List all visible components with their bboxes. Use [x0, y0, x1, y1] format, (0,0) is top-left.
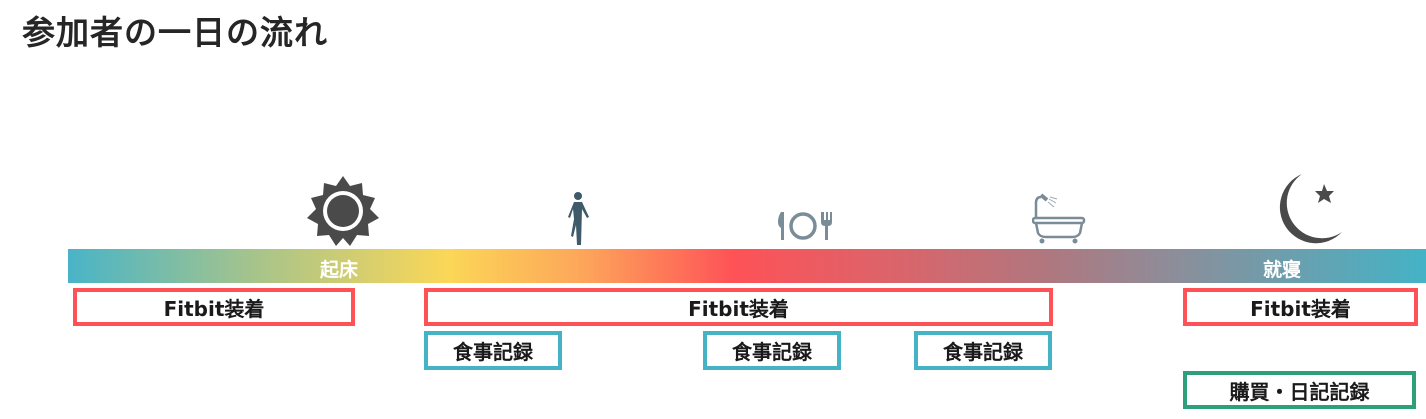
meal-record-box-dinner: 食事記録	[914, 331, 1052, 370]
meal-record-box-lunch: 食事記録	[703, 331, 841, 370]
day-timeline-bar	[68, 249, 1426, 283]
fitbit-box-day: Fitbit装着	[424, 288, 1053, 326]
page-title: 参加者の一日の流れ	[22, 13, 328, 52]
sun-icon	[307, 176, 379, 246]
fitbit-box-night: Fitbit装着	[1183, 288, 1418, 326]
fitbit-box-morning: Fitbit装着	[73, 288, 355, 326]
wake-label: 起床	[320, 259, 359, 281]
sleep-label: 就寝	[1263, 259, 1302, 281]
meal-icon	[778, 212, 832, 240]
moon-star-icon	[1279, 174, 1342, 244]
purchase-diary-box: 購買・日記記録	[1183, 371, 1416, 409]
bathtub-icon	[1032, 193, 1086, 244]
walking-person-icon	[568, 192, 589, 245]
meal-record-box-breakfast: 食事記録	[424, 331, 562, 370]
